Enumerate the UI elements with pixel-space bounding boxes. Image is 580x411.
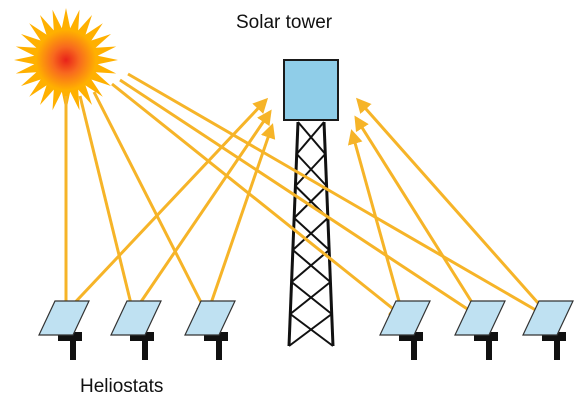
- sun-core: [36, 30, 96, 90]
- heliostat-base: [399, 332, 423, 341]
- heliostat-base: [130, 332, 154, 341]
- heliostat-mirror-icon: [184, 300, 236, 360]
- incoming-ray: [78, 95, 139, 319]
- tower-receiver: [283, 59, 339, 121]
- tower-label: Solar tower: [236, 12, 333, 33]
- reflected-ray: [206, 123, 276, 313]
- reflected-ray: [132, 109, 272, 313]
- heliostat-mirror: [110, 300, 162, 336]
- heliostat-post: [554, 340, 560, 360]
- tower-leg-left: [287, 121, 300, 347]
- reflected-ray: [356, 97, 548, 313]
- incoming-ray: [127, 72, 549, 318]
- heliostat-mirror: [184, 300, 236, 336]
- heliostat-mirror: [38, 300, 90, 336]
- incoming-ray: [119, 78, 481, 318]
- heliostat-mirror-icon: [454, 300, 506, 360]
- heliostat-post: [70, 340, 76, 360]
- heliostat-base: [204, 332, 228, 341]
- heliostat-mirror: [379, 300, 431, 336]
- heliostat-base: [474, 332, 498, 341]
- heliostat-base: [542, 332, 566, 341]
- heliostats-label: Heliostats: [80, 376, 164, 397]
- reflected-ray: [347, 129, 404, 313]
- heliostat-post: [216, 340, 222, 360]
- heliostat-mirror-icon: [110, 300, 162, 360]
- heliostat-mirror: [454, 300, 506, 336]
- heliostat-row: [38, 300, 574, 360]
- heliostat-mirror: [522, 300, 574, 336]
- tower-brace: [290, 249, 330, 283]
- heliostat-mirror-icon: [522, 300, 574, 360]
- tower-leg-right: [322, 121, 335, 347]
- tower-brace: [288, 313, 333, 347]
- reflected-ray: [354, 115, 480, 313]
- sun-icon: [14, 8, 118, 112]
- tower-brace: [289, 281, 332, 315]
- tower-lattice: [287, 121, 335, 347]
- tower-brace: [292, 217, 329, 251]
- incoming-ray: [92, 91, 210, 319]
- reflected-ray: [64, 97, 269, 314]
- sun-rays-group: [58, 72, 549, 319]
- heliostat-post: [142, 340, 148, 360]
- heliostat-post: [411, 340, 417, 360]
- tower-brace: [293, 185, 328, 219]
- tower-brace: [294, 153, 327, 187]
- heliostat-mirror-icon: [379, 300, 431, 360]
- solar-tower-icon: [283, 59, 339, 347]
- heliostat-mirror-icon: [38, 300, 90, 360]
- incoming-ray: [111, 82, 405, 318]
- heliostat-post: [486, 340, 492, 360]
- heliostat-base: [58, 332, 82, 341]
- tower-brace: [295, 121, 325, 155]
